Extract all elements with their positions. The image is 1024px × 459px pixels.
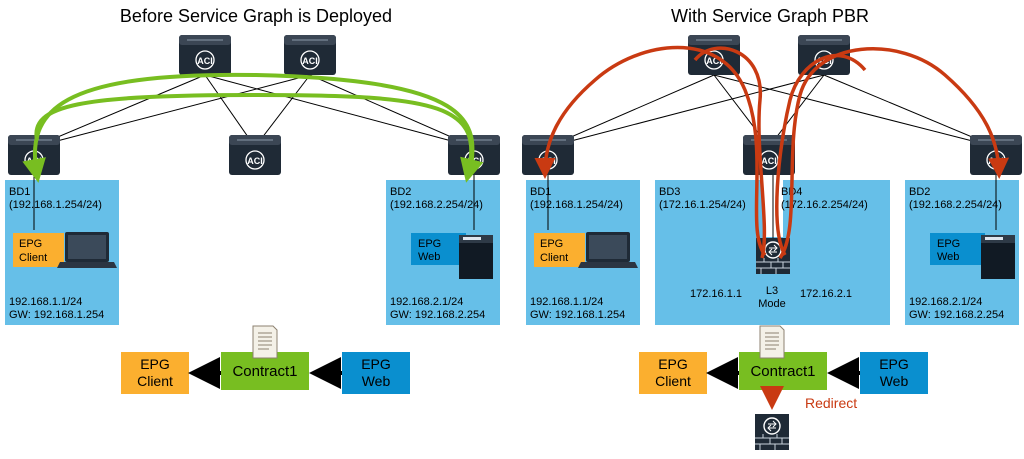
right-flow-web-line2: Web	[880, 373, 909, 389]
left-epg-client-tag	[13, 233, 64, 267]
left-contract-document-icon	[252, 325, 278, 359]
left-flow-web-line2: Web	[362, 373, 391, 389]
right-bd2-gw: GW: 192.168.2.254	[909, 309, 1004, 321]
left-flow-contract-label: Contract1	[232, 363, 297, 380]
right-bd1-ip: 192.168.1.1/24	[530, 296, 603, 308]
left-leaf2-switch-icon	[228, 134, 282, 176]
left-bd2-subnet: (192.168.2.254/24)	[390, 199, 483, 211]
right-epg-web-line1: EPG	[937, 238, 960, 250]
left-fabric-links	[33, 74, 475, 148]
left-bd2-name: BD2	[390, 186, 411, 198]
right-epg-web-tag	[930, 233, 985, 265]
right-leaf2-switch-icon	[742, 134, 796, 176]
left-flow-web-line1: EPG	[361, 356, 391, 372]
right-flow-contract-label: Contract1	[750, 363, 815, 380]
right-bd3-ip: 172.16.1.1	[690, 288, 742, 300]
right-epg-web-line2: Web	[937, 251, 959, 263]
right-bd1-name: BD1	[530, 186, 551, 198]
right-bd2-name: BD2	[909, 186, 930, 198]
right-flow-client-line2: Client	[655, 373, 691, 389]
right-flow-epg-client	[639, 352, 707, 394]
left-traffic-flow-arrow	[22, 72, 475, 183]
left-bd1-name: BD1	[9, 186, 30, 198]
right-bd3-name: BD3	[659, 186, 680, 198]
left-flow-epg-client	[121, 352, 189, 394]
right-flow-web-line1: EPG	[879, 356, 909, 372]
right-bd2-ip: 192.168.2.1/24	[909, 296, 982, 308]
left-web-server-icon	[459, 235, 493, 279]
right-contract-document-icon	[759, 325, 785, 359]
right-epg-client-line1: EPG	[540, 238, 563, 250]
left-epg-web-line2: Web	[418, 251, 440, 263]
right-redirect-flow-loop	[693, 46, 767, 259]
right-redirect-firewall-icon	[754, 413, 790, 451]
right-bd2-subnet: (192.168.2.254/24)	[909, 199, 1002, 211]
left-flow-client-line1: EPG	[140, 356, 170, 372]
left-flow-client-line2: Client	[137, 373, 173, 389]
left-title: Before Service Graph is Deployed	[120, 6, 392, 26]
right-redirect-label: Redirect	[805, 395, 857, 411]
right-flow-epg-web	[860, 352, 928, 394]
right-bd1-gw: GW: 192.168.1.254	[530, 309, 625, 321]
right-bd3-subnet: (172.16.1.254/24)	[659, 199, 746, 211]
right-bd4-ip: 172.16.2.1	[800, 288, 852, 300]
right-redirect-flow-loop2	[775, 53, 867, 256]
right-redirect-flow-to-web	[778, 47, 1010, 260]
right-epg-client-line2: Client	[540, 252, 568, 264]
right-epg-client-tag	[534, 233, 585, 267]
left-traffic-flow-arrow-return	[34, 92, 484, 183]
left-epg-client-line2: Client	[19, 252, 47, 264]
right-web-server-icon	[981, 235, 1015, 279]
left-flow-epg-web	[342, 352, 410, 394]
left-epg-web-tag	[411, 233, 466, 265]
left-epg-client-line1: EPG	[19, 238, 42, 250]
left-bd1-ip: 192.168.1.1/24	[9, 296, 82, 308]
left-client-laptop-icon	[57, 232, 117, 268]
right-client-laptop-icon	[578, 232, 638, 268]
right-bd4-subnet: (172.16.2.254/24)	[781, 199, 868, 211]
left-bd1-gw: GW: 192.168.1.254	[9, 309, 104, 321]
right-redirect-flow-to-client	[534, 45, 767, 257]
right-bd1-subnet: (192.168.1.254/24)	[530, 199, 623, 211]
left-spine2-switch-icon	[283, 34, 337, 76]
left-spine1-switch-icon	[178, 34, 232, 76]
left-epg-web-line1: EPG	[418, 238, 441, 250]
right-l3-line2: Mode	[758, 298, 786, 310]
right-flow-client-line1: EPG	[658, 356, 688, 372]
left-bd2-ip: 192.168.2.1/24	[390, 296, 463, 308]
left-bd1-subnet: (192.168.1.254/24)	[9, 199, 102, 211]
left-bd2-gw: GW: 192.168.2.254	[390, 309, 485, 321]
right-l3-line1: L3	[766, 285, 778, 297]
right-title: With Service Graph PBR	[671, 6, 869, 26]
